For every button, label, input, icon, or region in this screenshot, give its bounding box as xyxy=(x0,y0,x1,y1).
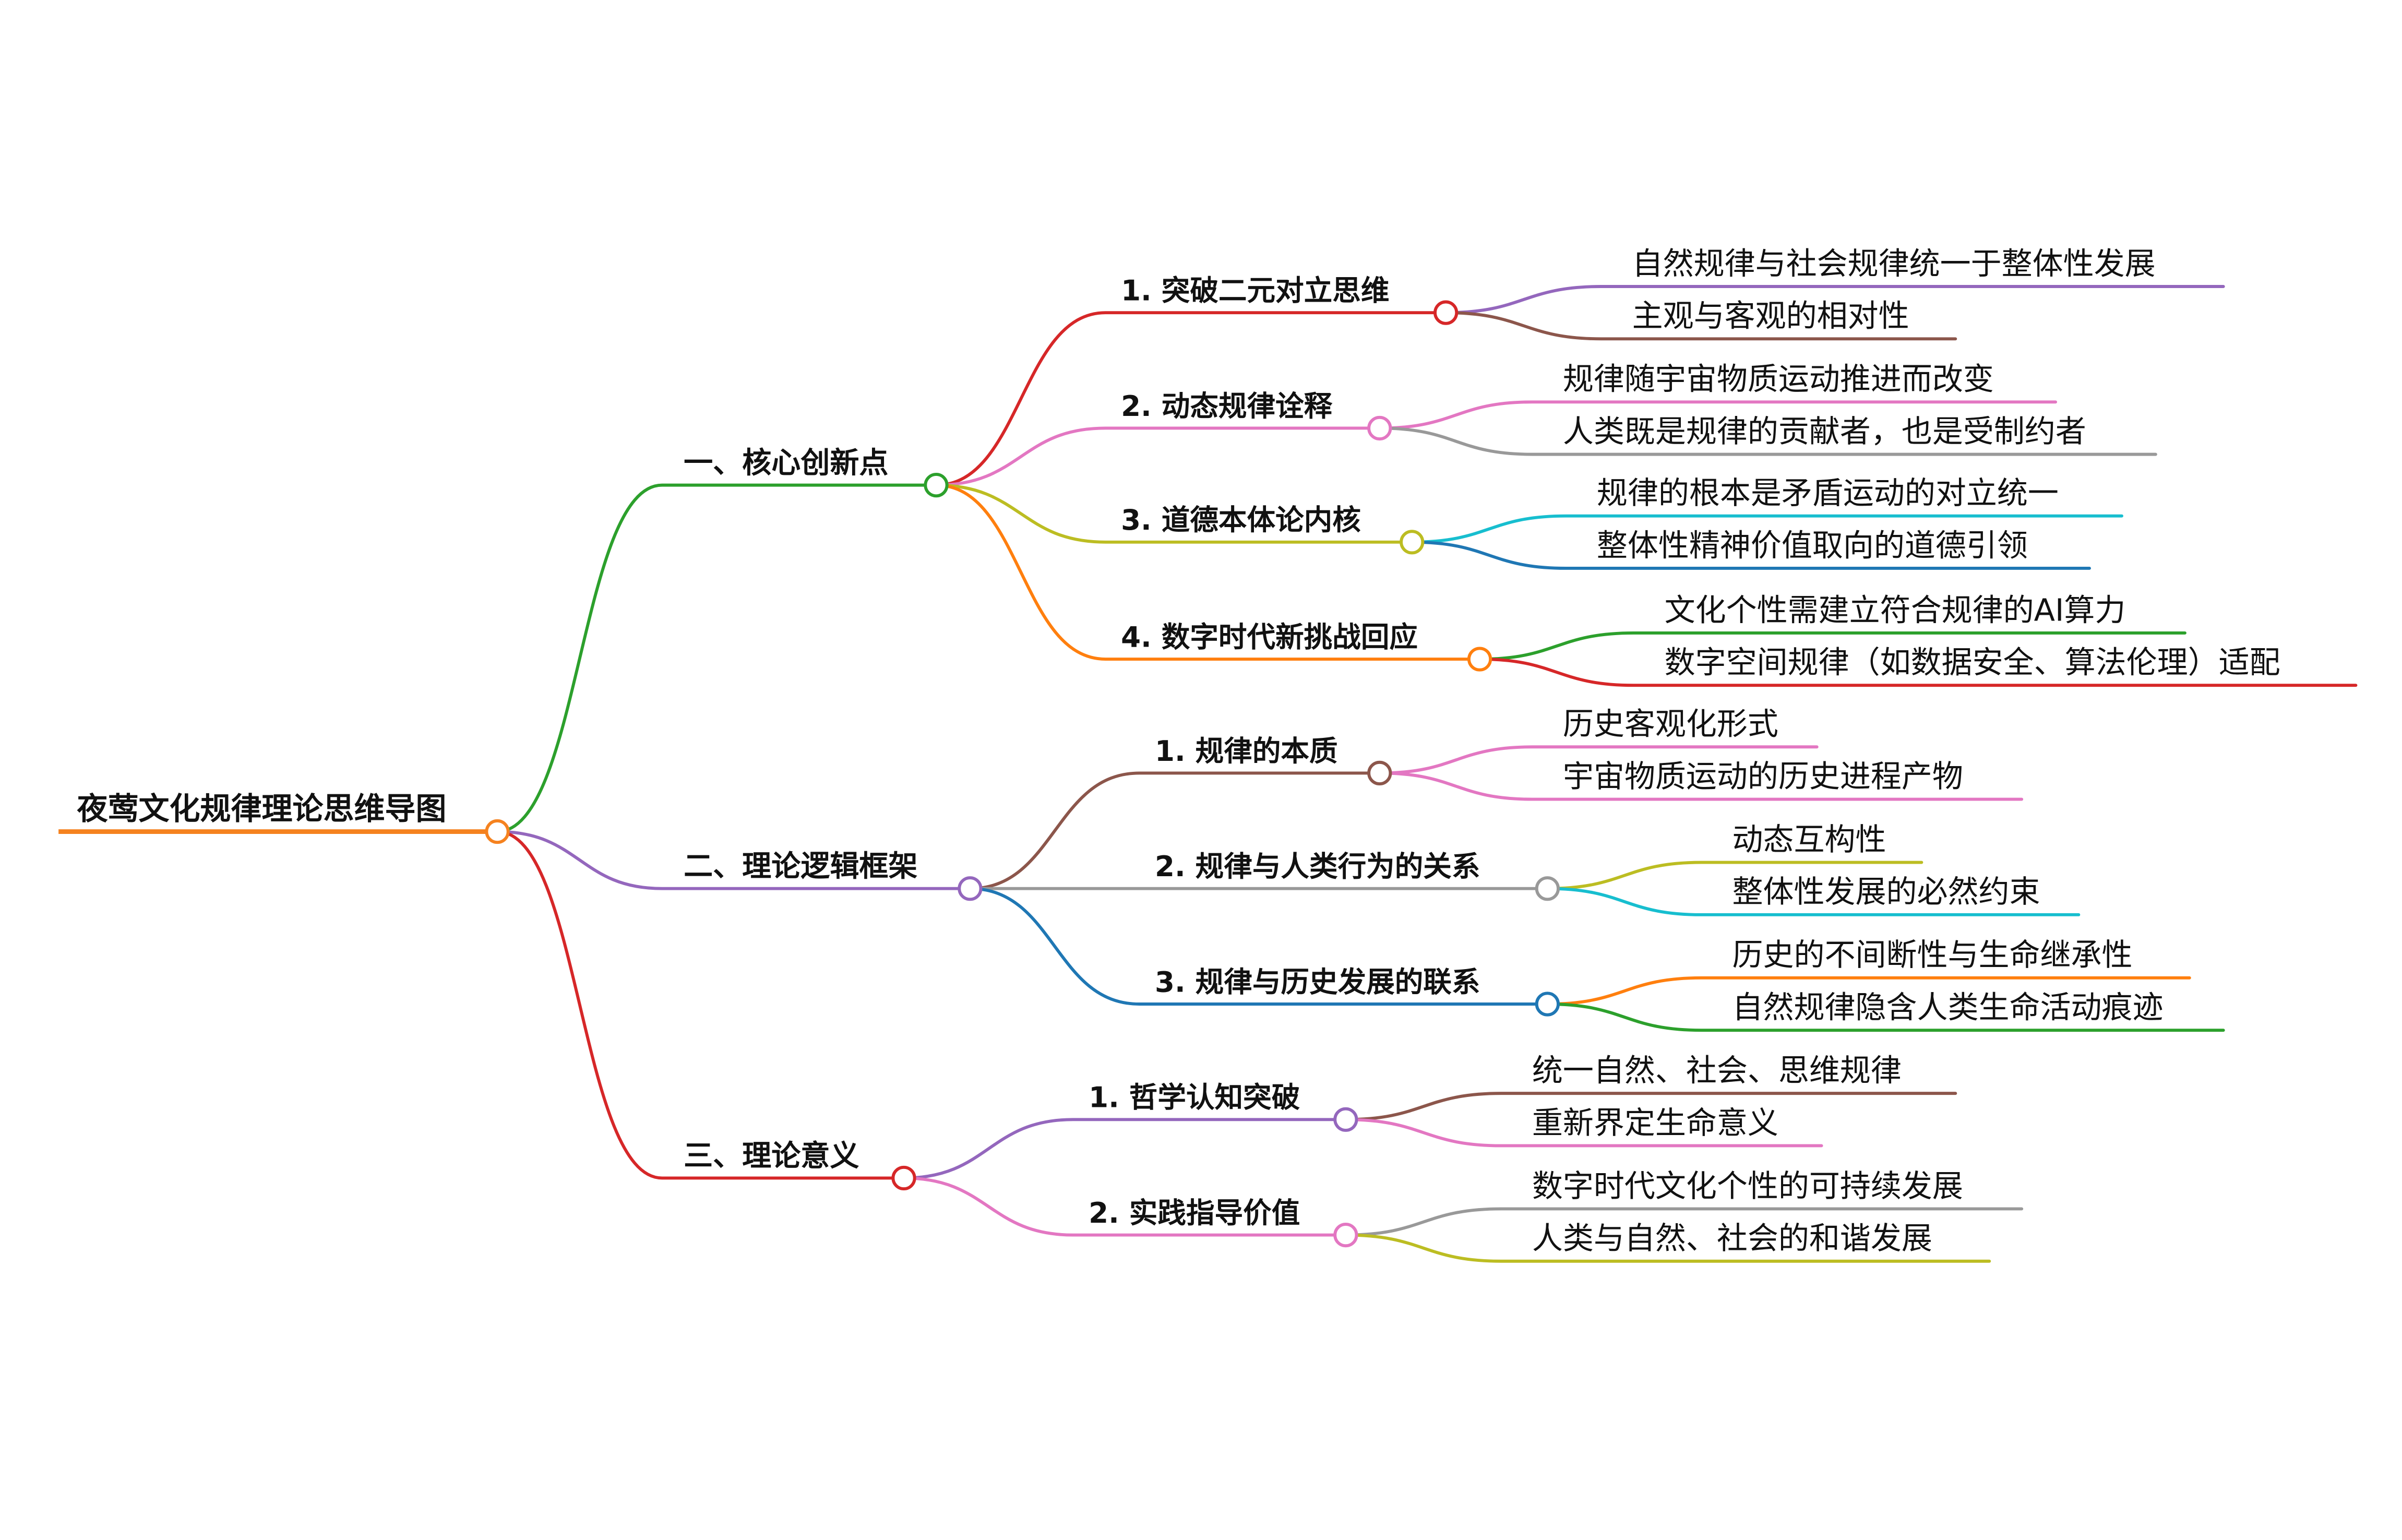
leaf-text: 宇宙物质运动的历史进程产物 xyxy=(1563,758,1963,794)
subtopic-connector xyxy=(902,1118,1347,1180)
subtopic-connector xyxy=(968,771,1381,890)
subtopic-connector xyxy=(935,311,1448,487)
leaf-text: 整体性发展的必然约束 xyxy=(1732,874,2040,910)
subtopic-node-circle[interactable] xyxy=(1333,1107,1358,1132)
leaf-connector xyxy=(1546,976,2191,1006)
branch-connector xyxy=(496,483,938,833)
leaf-text: 文化个性需建立符合规律的AI算力 xyxy=(1665,592,2126,628)
leaf-connector xyxy=(1378,745,1819,775)
subtopic-title: 4. 数字时代新挑战回应 xyxy=(1121,620,1418,653)
leaf-text: 自然规律与社会规律统一于整体性发展 xyxy=(1632,245,2156,281)
subtopic-title: 3. 规律与历史发展的联系 xyxy=(1155,965,1480,998)
root-node-circle[interactable] xyxy=(485,819,510,844)
subtopic-title: 1. 突破二元对立思维 xyxy=(1121,274,1389,307)
branch-title: 二、理论逻辑框架 xyxy=(684,850,917,884)
leaf-text: 历史客观化形式 xyxy=(1563,706,1778,742)
subtopic-node-circle[interactable] xyxy=(1535,876,1560,901)
leaf-text: 重新界定生命意义 xyxy=(1532,1105,1778,1141)
leaf-text: 人类与自然、社会的和谐发展 xyxy=(1532,1220,1932,1256)
subtopic-title: 2. 动态规律诠释 xyxy=(1121,389,1333,423)
leaf-connector xyxy=(1410,540,2091,570)
leaf-connector xyxy=(1344,1207,2024,1237)
subtopic-node-circle[interactable] xyxy=(1433,300,1459,325)
subtopic-connector xyxy=(935,426,1381,487)
leaf-connector xyxy=(1546,1002,2225,1032)
leaf-text: 主观与客观的相对性 xyxy=(1632,298,1909,334)
branch-connector xyxy=(496,830,905,1180)
subtopic-title: 1. 规律的本质 xyxy=(1155,734,1338,768)
subtopic-title: 2. 规律与人类行为的关系 xyxy=(1155,850,1480,883)
leaf-connector xyxy=(1478,658,2358,687)
leaf-connector xyxy=(1344,1118,1823,1148)
leaf-text: 人类既是规律的贡献者，也是受制约者 xyxy=(1563,413,2086,449)
leaf-text: 历史的不间断性与生命继承性 xyxy=(1732,937,2132,973)
leaf-connector xyxy=(1410,514,2123,544)
leaf-text: 规律的根本是矛盾运动的对立统一 xyxy=(1597,475,2059,511)
leaf-text: 整体性精神价值取向的道德引领 xyxy=(1597,527,2028,563)
leaf-connector xyxy=(1444,285,2225,315)
subtopic-connector xyxy=(968,887,1549,1006)
root-title: 夜莺文化规律理论思维导图 xyxy=(77,791,447,827)
subtopic-title: 1. 哲学认知突破 xyxy=(1089,1081,1300,1114)
leaf-text: 规律随宇宙物质运动推进而改变 xyxy=(1563,361,1994,397)
leaf-connector xyxy=(1546,887,2081,916)
subtopic-connector xyxy=(902,1176,1347,1237)
leaf-connector xyxy=(1344,1092,1957,1121)
leaf-connector xyxy=(1444,311,1957,341)
branch-connector xyxy=(496,830,972,890)
branch-node-circle[interactable] xyxy=(924,473,949,498)
subtopic-connector xyxy=(935,483,1481,661)
leaf-connector xyxy=(1378,771,2024,801)
branch-node-circle[interactable] xyxy=(958,876,983,901)
leaf-connector xyxy=(1378,400,2058,430)
leaf-connector xyxy=(1546,861,1923,890)
subtopic-node-circle[interactable] xyxy=(1535,992,1560,1017)
branch-title: 三、理论意义 xyxy=(684,1139,859,1173)
leaf-connector xyxy=(1378,426,2157,456)
leaf-connector xyxy=(1478,631,2186,661)
leaf-text: 数字时代文化个性的可持续发展 xyxy=(1532,1168,1963,1204)
leaf-text: 数字空间规律（如数据安全、算法伦理）适配 xyxy=(1665,644,2280,681)
branch-title: 一、核心创新点 xyxy=(684,446,888,480)
branch-node-circle[interactable] xyxy=(891,1165,916,1191)
subtopic-node-circle[interactable] xyxy=(1400,530,1425,555)
leaf-text: 动态互构性 xyxy=(1732,821,1886,857)
subtopic-title: 3. 道德本体论内核 xyxy=(1121,503,1361,536)
subtopic-node-circle[interactable] xyxy=(1333,1222,1358,1248)
subtopic-title: 2. 实践指导价值 xyxy=(1089,1196,1300,1229)
leaf-text: 自然规律隐含人类生命活动痕迹 xyxy=(1732,989,2163,1025)
subtopic-connector xyxy=(935,483,1414,544)
subtopic-node-circle[interactable] xyxy=(1467,647,1492,672)
leaf-connector xyxy=(1344,1233,1991,1263)
subtopic-node-circle[interactable] xyxy=(1367,760,1392,786)
subtopic-node-circle[interactable] xyxy=(1367,415,1392,441)
leaf-text: 统一自然、社会、思维规律 xyxy=(1532,1053,1902,1089)
